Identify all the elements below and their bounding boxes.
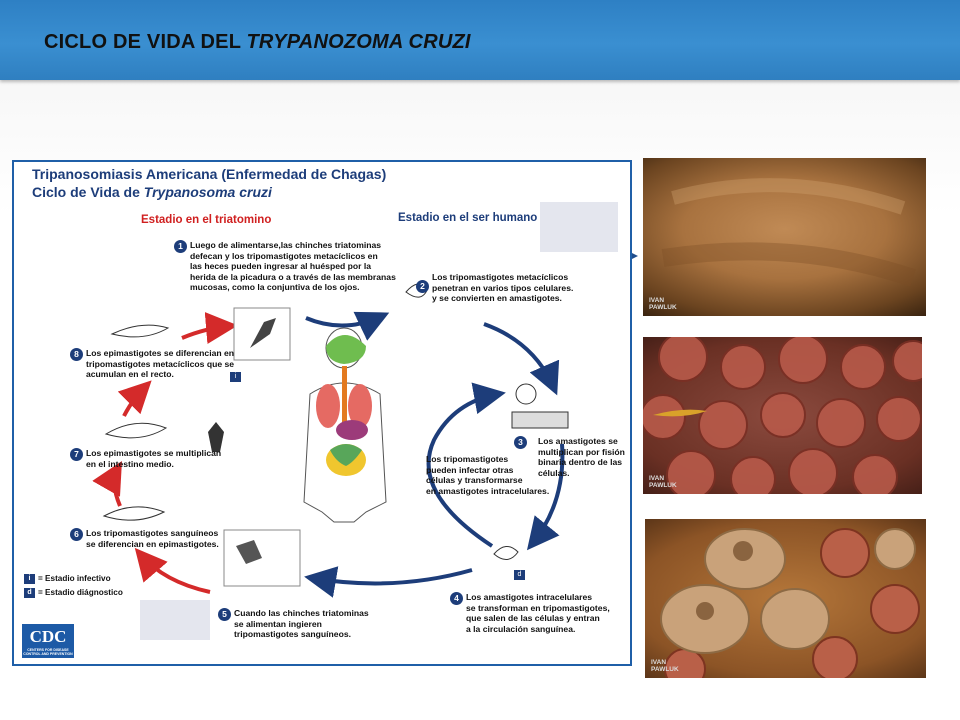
photo-infected-cells: IVAN PAWLUK <box>645 519 926 678</box>
photo-blood-cells-watermark: IVAN PAWLUK <box>649 475 677 489</box>
diagram-title: Tripanosomiasis Americana (Enfermedad de… <box>32 166 387 182</box>
legend-diagnostic: d= Estadio diágnostico <box>24 588 123 598</box>
center-note: Los tripomastigotes pueden infectar otra… <box>426 454 550 496</box>
step-1-number: 1 <box>174 240 187 253</box>
title-bar: CICLO DE VIDA DEL TRYPANOZOMA CRUZI <box>0 0 960 80</box>
stage-human-label: Estadio en el ser humano <box>398 212 538 224</box>
blood-cells-drawing <box>643 337 922 494</box>
legend-infective: i= Estadio infectivo <box>24 574 111 584</box>
step-2-text: Los tripomastigotes metacíclicos penetra… <box>432 272 574 304</box>
arrow-1-to-2 <box>305 311 390 341</box>
stage-vector-label: Estadio en el triatomino <box>141 214 272 226</box>
slide-title-prefix: CICLO DE VIDA DEL <box>44 31 247 53</box>
arrow-3-to-4 <box>526 443 565 551</box>
step-4-number: 4 <box>450 592 463 605</box>
step-5-number: 5 <box>218 608 231 621</box>
legend-infective-label: = Estadio infectivo <box>38 574 111 584</box>
arrow-4-to-5 <box>304 566 473 598</box>
step-1-text: Luego de alimentarse,las chinches triato… <box>190 240 396 293</box>
legend-diagnostic-label: = Estadio diágnostico <box>38 588 123 598</box>
arrow-center-loop <box>426 382 506 548</box>
step-7-number: 7 <box>70 448 83 461</box>
cdc-logo: CDC CENTERS FOR DISEASE CONTROL AND PREVE… <box>22 624 74 658</box>
infected-cells-drawing <box>660 528 920 678</box>
cdc-logo-text: CDC <box>29 627 67 646</box>
step-6-text: Los tripomastigotes sanguíneos se difere… <box>86 528 219 549</box>
step-3-text: Los amastigotes se multiplican por fisió… <box>538 436 625 478</box>
arrow-5-to-6 <box>134 547 211 594</box>
photo-tissue-watermark: IVAN PAWLUK <box>649 297 677 311</box>
cdc-logo-subtext: CENTERS FOR DISEASE CONTROL AND PREVENTI… <box>23 648 73 656</box>
arrow-7-to-8 <box>117 380 152 417</box>
legend-diagnostic-icon: d <box>24 588 35 598</box>
step-3-number: 3 <box>514 436 527 449</box>
diagram-subtitle-prefix: Ciclo de Vida de <box>32 184 144 200</box>
photo-infected-cells-watermark: IVAN PAWLUK <box>651 659 679 673</box>
photo-tissue: IVAN PAWLUK <box>643 158 926 316</box>
step-7-text: Los epimastigotes se multiplican en el i… <box>86 448 222 469</box>
arrow-6-to-7 <box>92 461 122 507</box>
diagram-subtitle-italic: Trypanosoma cruzi <box>143 184 272 200</box>
photo-blood-cells: IVAN PAWLUK <box>643 337 922 494</box>
slide-title-italic: TRYPANOZOMA CRUZI <box>246 31 471 53</box>
step-8-text: Los epimastigotes se diferencian en trip… <box>86 348 235 380</box>
slide-title: CICLO DE VIDA DEL TRYPANOZOMA CRUZI <box>44 31 471 54</box>
step-8-number: 8 <box>70 348 83 361</box>
infective-marker-icon: i <box>230 372 241 382</box>
diagram-subtitle: Ciclo de Vida de Trypanosoma cruzi <box>32 184 272 200</box>
arrow-8-to-1 <box>181 312 238 344</box>
arrow-2-to-3 <box>483 322 560 396</box>
cycle-illustration <box>92 283 569 598</box>
step-6-number: 6 <box>70 528 83 541</box>
step-5-text: Cuando las chinches triatominas se alime… <box>234 608 369 640</box>
diagnostic-marker-icon: d <box>514 570 525 580</box>
placeholder-box-bottom <box>140 600 210 640</box>
step-4-text: Los amastigotes intracelulares se transf… <box>466 592 610 634</box>
step-2-number: 2 <box>416 280 429 293</box>
life-cycle-diagram: Tripanosomiasis Americana (Enfermedad de… <box>12 160 632 666</box>
tissue-texture <box>661 178 916 287</box>
legend-infective-icon: i <box>24 574 35 584</box>
placeholder-box-top <box>540 202 618 252</box>
